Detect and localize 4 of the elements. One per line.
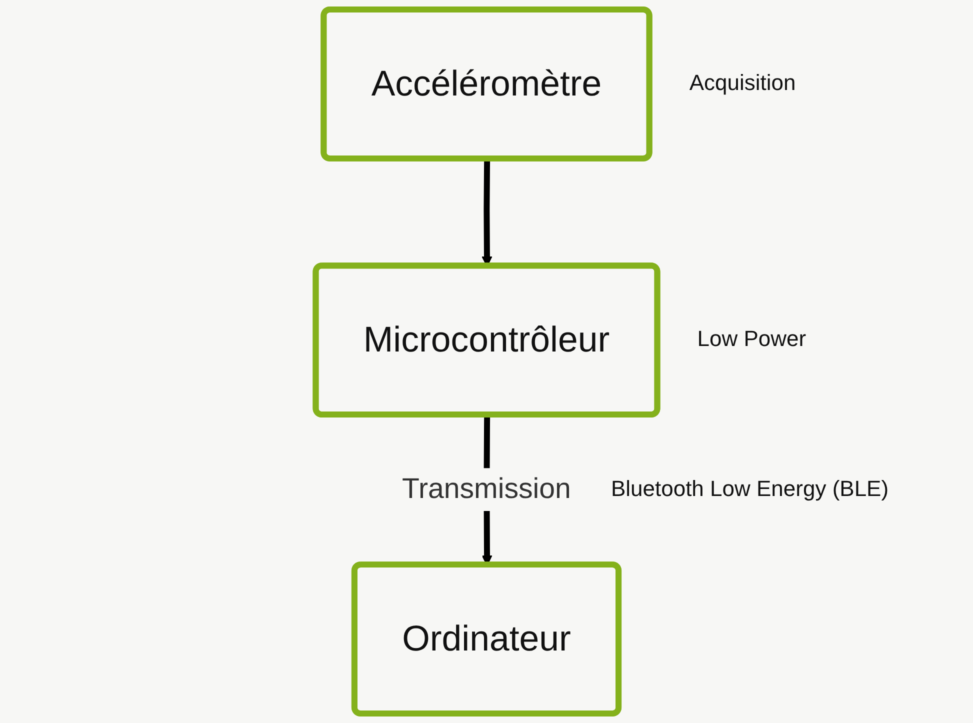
- side-note: Acquisition: [689, 70, 796, 96]
- edge-label: Transmission: [402, 472, 571, 506]
- note-text: Bluetooth Low Energy (BLE): [610, 476, 889, 502]
- side-note: Low Power: [697, 326, 806, 352]
